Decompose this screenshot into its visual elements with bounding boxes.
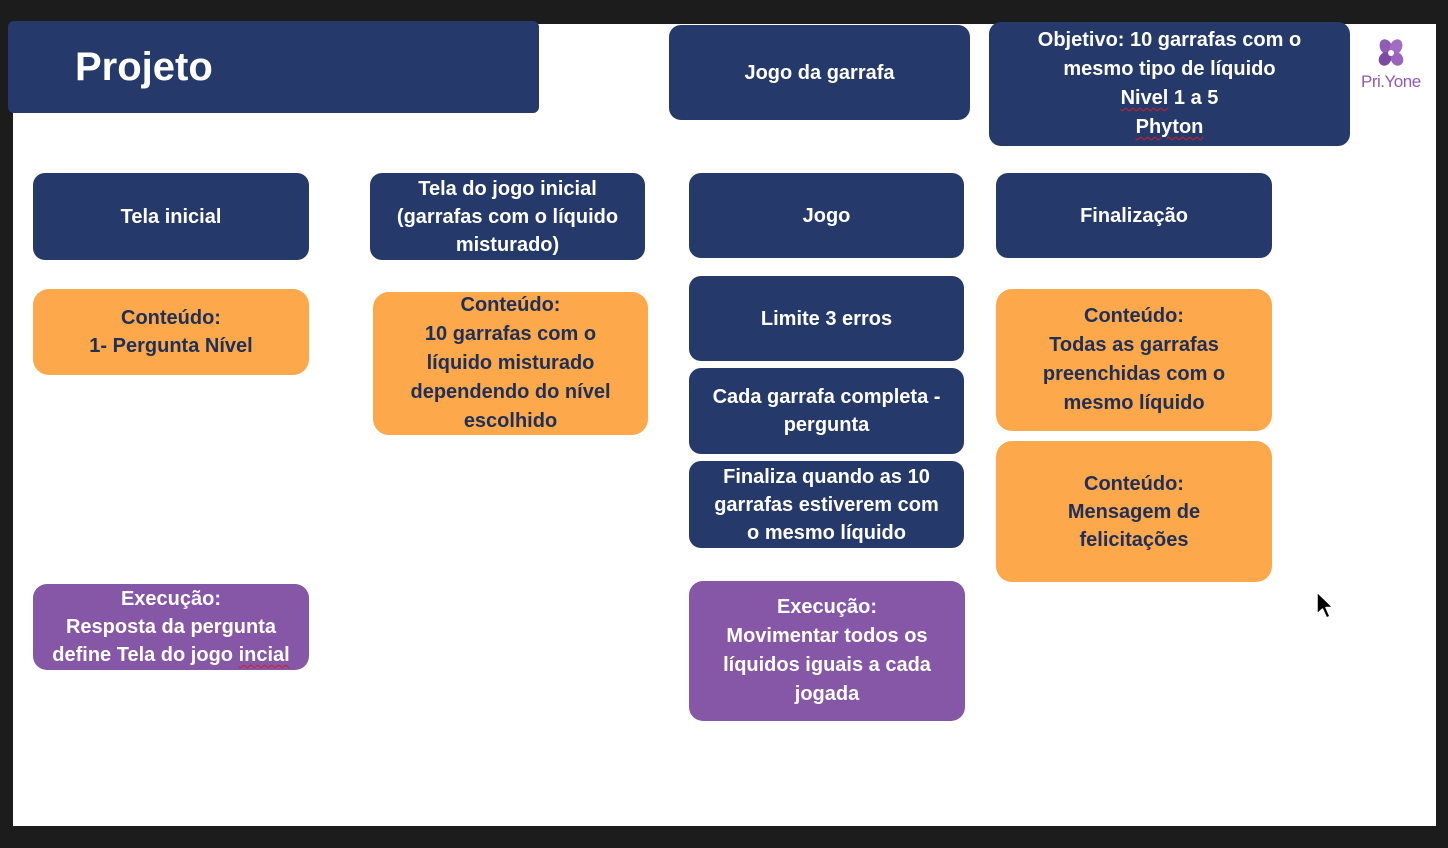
- level-range: 1 a 5: [1168, 87, 1219, 109]
- execution-line: Resposta da pergunta: [65, 616, 277, 638]
- content-line: Todas as garrafas: [1049, 334, 1219, 356]
- finalizacao-content-box: Conteúdo: Todas as garrafas preenchidas …: [996, 289, 1272, 431]
- content-line: Conteúdo:: [1084, 305, 1184, 327]
- page-title: Projeto: [75, 44, 213, 89]
- objective-box: Objetivo: 10 garrafas com o mesmo tipo d…: [989, 22, 1350, 146]
- content-line: Conteúdo:: [121, 307, 221, 329]
- jogo-execution-box: Execução: Movimentar todos os líquidos i…: [689, 581, 965, 721]
- content-line: Conteúdo:: [1084, 472, 1184, 495]
- tela-jogo-content-box: Conteúdo: 10 garrafas com o líquido mist…: [373, 292, 648, 435]
- content-line: escolhido: [463, 410, 558, 432]
- violet-flower-icon: [1378, 39, 1404, 66]
- content-line: mesmo líquido: [1063, 392, 1205, 414]
- game-name-box: Jogo da garrafa: [669, 25, 970, 120]
- logo: Pri.Yone: [1358, 38, 1424, 98]
- tela-jogo-header: Tela do jogo inicial (garrafas com o líq…: [370, 173, 645, 260]
- rule-line: Finaliza quando as 10: [723, 465, 930, 488]
- header-line: (garrafas com o líquido: [396, 205, 619, 228]
- language-line: Phyton: [1136, 113, 1204, 142]
- level-line: Nivel 1 a 5: [1121, 84, 1219, 113]
- execution-text: define Tela do jogo: [52, 644, 239, 666]
- mouse-cursor-icon: [1316, 591, 1334, 619]
- execution-line: define Tela do jogo incial: [52, 641, 289, 669]
- execution-line: jogada: [794, 683, 860, 705]
- content-line: 10 garrafas com o: [424, 323, 597, 345]
- execution-line: Movimentar todos os: [726, 625, 928, 647]
- objective-line: Objetivo: 10 garrafas com o: [1037, 29, 1302, 51]
- objective-line: mesmo tipo de líquido: [1063, 58, 1276, 80]
- execution-line: líquidos iguais a cada: [723, 654, 931, 676]
- content-line: 1- Pergunta Nível: [89, 335, 253, 357]
- game-name-label: Jogo da garrafa: [744, 61, 895, 84]
- content-line: preenchidas com o: [1042, 363, 1226, 385]
- rule-line: garrafas estiverem com: [714, 493, 939, 516]
- tela-inicial-execution-box: Execução: Resposta da pergunta define Te…: [33, 584, 309, 670]
- tela-inicial-header: Tela inicial: [33, 173, 309, 260]
- execution-word: incial: [238, 644, 290, 666]
- execution-line: Execução:: [120, 588, 222, 610]
- language-word: Phyton: [1135, 116, 1204, 138]
- jogo-header: Jogo: [689, 173, 964, 258]
- content-line: dependendo do nível: [410, 381, 611, 403]
- title-box: Projeto: [8, 21, 539, 113]
- jogo-rule-box: Limite 3 erros: [689, 276, 964, 361]
- rule-line: pergunta: [783, 414, 870, 436]
- execution-line: Execução:: [776, 596, 878, 618]
- finalizacao-message-box: Conteúdo: Mensagem de felicitações: [996, 441, 1272, 582]
- rule-line: o mesmo líquido: [747, 521, 906, 544]
- logo-text: Pri.Yone: [1361, 72, 1421, 91]
- rule-line: Limite 3 erros: [760, 307, 893, 330]
- jogo-label: Jogo: [802, 204, 851, 227]
- content-line: felicitações: [1079, 528, 1189, 551]
- content-line: Mensagem de: [1067, 500, 1201, 523]
- finalizacao-label: Finalização: [1080, 204, 1188, 227]
- content-line: Conteúdo:: [460, 294, 561, 316]
- level-word: Nivel: [1120, 87, 1169, 109]
- header-line: misturado): [455, 233, 560, 256]
- jogo-rule-box: Finaliza quando as 10 garrafas estiverem…: [689, 461, 964, 548]
- content-line: líquido misturado: [426, 352, 595, 374]
- tela-inicial-label: Tela inicial: [120, 205, 222, 228]
- header-line: Tela do jogo inicial: [418, 177, 597, 200]
- rule-line: Cada garrafa completa -: [712, 386, 941, 408]
- tela-inicial-content-box: Conteúdo: 1- Pergunta Nível: [33, 289, 309, 375]
- jogo-rule-box: Cada garrafa completa - pergunta: [689, 368, 964, 454]
- finalizacao-header: Finalização: [996, 173, 1272, 258]
